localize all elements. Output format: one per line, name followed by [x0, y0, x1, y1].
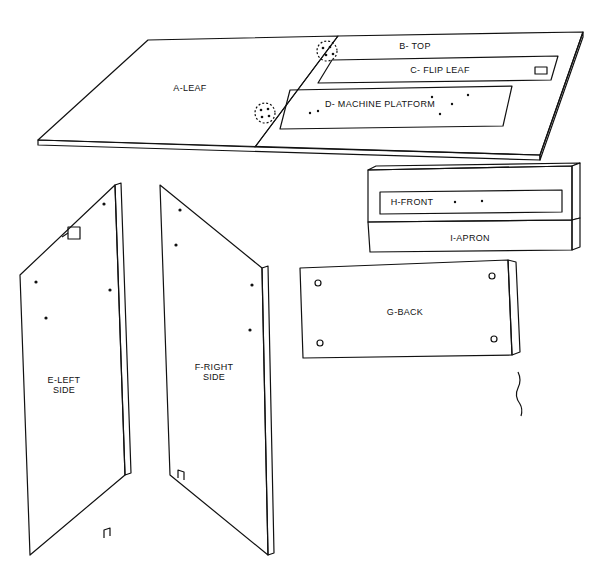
part-label: F-RIGHT SIDE	[191, 362, 237, 383]
part-label: H-FRONT	[391, 197, 434, 207]
part-outline	[300, 260, 512, 358]
part-label: B- TOP	[399, 41, 430, 51]
panel-edge	[262, 266, 274, 555]
hinge-patch	[255, 103, 275, 123]
part-label: G-BACK	[387, 307, 423, 317]
foot-notch	[178, 470, 184, 480]
bracket	[68, 227, 80, 239]
part-outline	[368, 166, 572, 222]
part-outline	[255, 32, 583, 155]
flip-leaf-notch	[535, 67, 547, 74]
squiggle	[516, 372, 521, 416]
part-outline	[20, 185, 125, 555]
cabinet-part: E-LEFT SIDE	[20, 185, 125, 555]
part-outline	[368, 166, 572, 222]
foot-notch	[104, 528, 110, 538]
cabinet-part: G-BACK	[300, 260, 512, 358]
screw	[315, 280, 321, 286]
front-side-face	[572, 163, 580, 220]
cabinet-part: D- MACHINE PLATFORM	[280, 86, 512, 129]
front-inset	[380, 190, 562, 214]
part-outline	[20, 185, 125, 555]
part-label: C- FLIP LEAF	[410, 65, 469, 75]
part-label: A-LEAF	[173, 83, 206, 93]
screw	[317, 340, 323, 346]
part-label: E-LEFT SIDE	[43, 375, 85, 396]
cabinet-part: A-LEAF	[38, 36, 338, 147]
part-outline	[160, 185, 268, 555]
part-outline	[38, 36, 338, 147]
screw	[489, 273, 495, 279]
cabinet-part: H-FRONT	[368, 166, 572, 222]
part-outline	[318, 56, 558, 83]
cabinet-part: C- FLIP LEAF D- MACHINE PLATFORM B- TOP	[255, 32, 583, 155]
part-outline	[280, 86, 512, 129]
part-label: I-APRON	[450, 233, 490, 243]
apron-side-face	[572, 218, 580, 250]
part-label: D- MACHINE PLATFORM	[325, 99, 435, 109]
cabinet-part: C- FLIP LEAF	[318, 56, 558, 83]
part-outline	[368, 220, 572, 252]
cabinet-part: I-APRON	[368, 220, 572, 252]
cabinet-part: F-RIGHT SIDE	[160, 185, 268, 555]
screw	[491, 336, 497, 342]
